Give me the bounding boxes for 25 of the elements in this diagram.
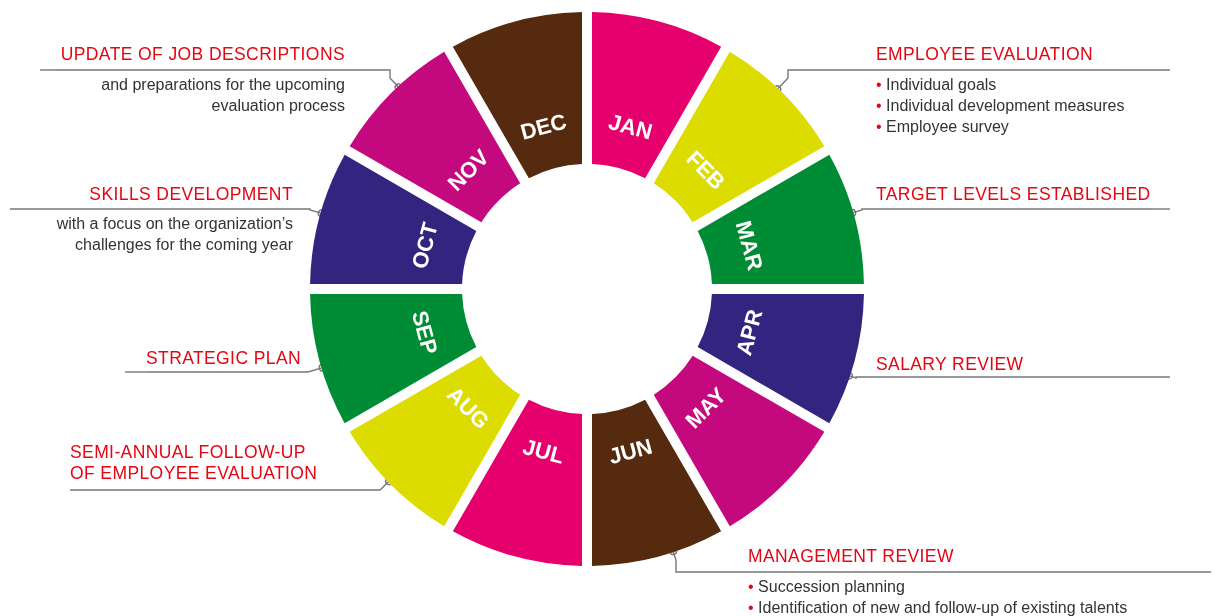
callout-heading: STRATEGIC PLAN [145, 348, 301, 369]
bullet-item: • Individual development measures [876, 96, 1125, 116]
month-label: JAN [606, 108, 655, 145]
month-label: JUL [520, 433, 567, 469]
callout-heading: TARGET LEVELS ESTABLISHED [876, 184, 1151, 205]
month-label: JUN [606, 433, 655, 470]
month-label: SEP [406, 308, 443, 357]
bullet-item: • Individual goals [876, 75, 998, 95]
leader-line [69, 477, 393, 491]
callout-heading: SKILLS DEVELOPMENT [89, 184, 293, 205]
bullet-item: • Succession planning [748, 577, 906, 597]
callout-heading: UPDATE OF JOB DESCRIPTIONS [60, 44, 345, 65]
callout-text: and preparations for the upcoming evaluation process [100, 75, 345, 116]
callout-text: with a focus on the organization’s challenges for the coming year [55, 214, 293, 255]
callout-heading: SALARY REVIEW [876, 354, 1024, 375]
month-label: OCT [406, 219, 443, 272]
leader-line [54, 69, 403, 92]
bullet-item: • Identification of new and follow-up of existing talents [748, 598, 1128, 616]
callout-heading: SEMI-ANNUAL FOLLOW-UP OF EMPLOYEE EVALUATION [70, 442, 319, 484]
bullet-item: • Employee survey [876, 117, 1010, 137]
month-label: DEC [517, 108, 570, 145]
callout-heading: EMPLOYEE EVALUATION [876, 44, 1093, 65]
callout-heading: MANAGEMENT REVIEW [748, 546, 954, 567]
month-label: APR [731, 306, 768, 359]
month-label: MAR [730, 218, 768, 273]
